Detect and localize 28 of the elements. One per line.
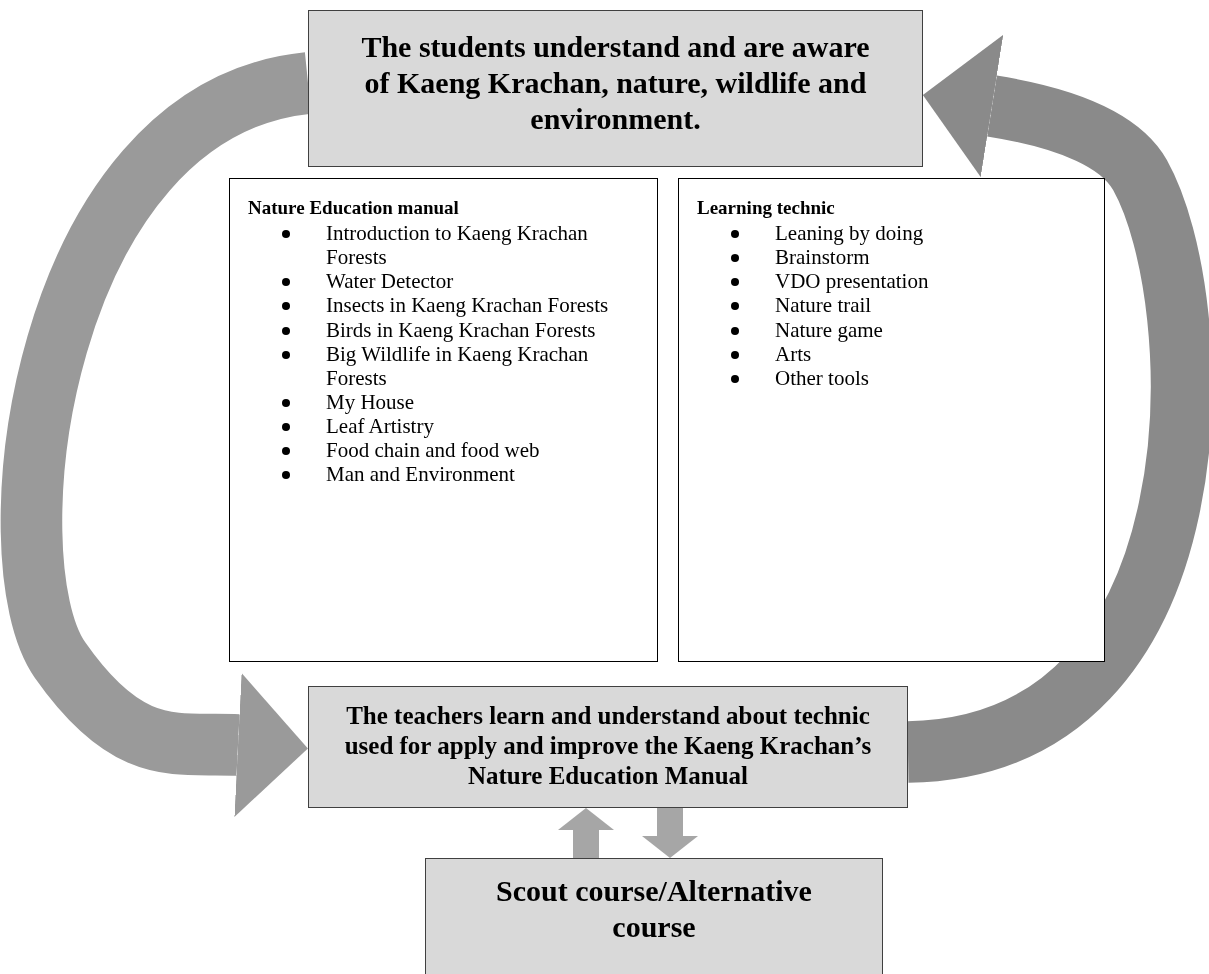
- list-item: Big Wildlife in Kaeng Krachan Forests: [326, 341, 590, 390]
- process-box: [425, 858, 883, 974]
- list-item: Leaning by doing: [775, 221, 924, 246]
- list-item: My House: [326, 390, 415, 415]
- list-item: Brainstorm: [775, 245, 870, 270]
- list-heading: Learning technic: [697, 197, 836, 219]
- list-item: Arts: [775, 341, 812, 366]
- box-text: The teachers learn and understand about technic used for apply and improve the Kaeng Krachan’s Nature Education Manual: [343, 701, 873, 791]
- list-item: Birds in Kaeng Krachan Forests: [326, 317, 596, 342]
- curved-arrow: [558, 808, 614, 858]
- list-item: Man and Environment: [326, 462, 515, 487]
- curved-arrow: [642, 808, 698, 858]
- list-item: Other tools: [775, 365, 869, 390]
- box-text: Scout course/Alternative course: [495, 873, 813, 945]
- list-item: Water Detector: [326, 269, 454, 294]
- list-heading: Nature Education manual: [248, 197, 460, 219]
- list-item: Leaf Artistry: [326, 414, 434, 439]
- list-item: Introduction to Kaeng Krachan Forests: [326, 221, 589, 270]
- list-item: Nature trail: [775, 293, 872, 318]
- list-item: Nature game: [775, 317, 883, 342]
- list-item: Food chain and food web: [326, 438, 540, 463]
- process-box: [308, 10, 923, 167]
- list-box: [678, 178, 1105, 662]
- list-item: Insects in Kaeng Krachan Forests: [326, 293, 609, 318]
- box-text: The students understand and are aware of Kaeng Krachan, nature, wildlife and environment.: [360, 29, 871, 137]
- list-box: [229, 178, 658, 662]
- process-box: [308, 686, 908, 808]
- list-item: VDO presentation: [775, 269, 929, 294]
